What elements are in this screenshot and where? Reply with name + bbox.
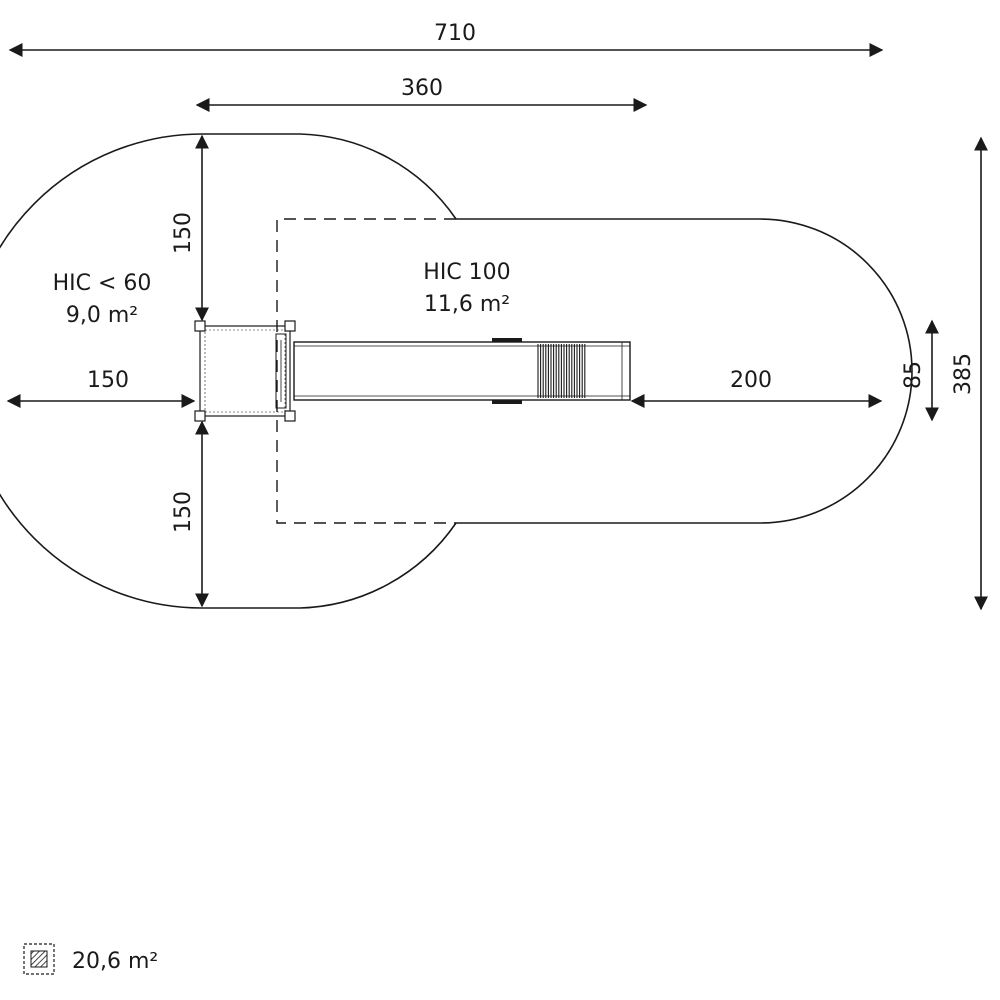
- platform-tower: [194, 320, 296, 422]
- dimension-slide-width: 85: [901, 361, 926, 389]
- dimension-bottom-height: 150: [171, 491, 196, 533]
- zone-right-area: 11,6 m²: [424, 292, 510, 317]
- dimension-top-height: 150: [171, 212, 196, 254]
- safety-zone-outline: [0, 133, 913, 609]
- zone-left-hic: HIC < 60: [53, 271, 152, 296]
- slide-ribs: [537, 344, 586, 398]
- corner-post: [284, 410, 296, 422]
- zone-right-hic: HIC 100: [423, 260, 510, 285]
- dimension-overall-height: 385: [951, 353, 976, 395]
- dimension-slide-runout: 200: [730, 368, 772, 393]
- zone-left-area: 9,0 m²: [66, 303, 138, 328]
- legend: 20,6 m²: [23, 943, 158, 975]
- hic-100-zone-boundary: [276, 218, 456, 524]
- legend-total-area: 20,6 m²: [72, 949, 158, 974]
- slide: [293, 338, 631, 404]
- corner-post: [284, 320, 296, 332]
- dimension-left-width: 150: [87, 368, 129, 393]
- dimension-upper-width: 360: [401, 76, 443, 101]
- dimension-overall-width: 710: [434, 21, 476, 46]
- area-legend-icon: [23, 943, 55, 975]
- corner-post: [194, 320, 206, 332]
- corner-post: [194, 410, 206, 422]
